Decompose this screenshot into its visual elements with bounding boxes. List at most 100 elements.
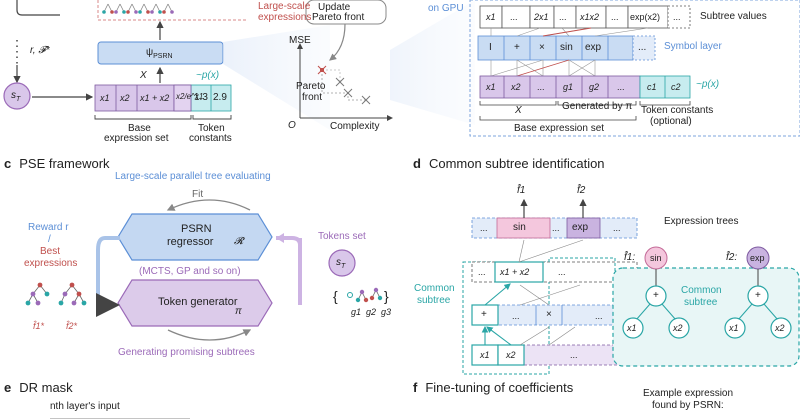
input-cell-4: g2: [589, 82, 600, 92]
panel-d-letter: d: [413, 156, 421, 171]
common-label-left: Common: [414, 283, 455, 294]
symbol-layer-label: Symbol layer: [664, 41, 722, 52]
subtree-cell-1: ...: [510, 12, 518, 22]
best-label: Best: [40, 246, 61, 257]
f2-colon-label: f̂2:: [726, 252, 738, 263]
panel-c: [25, 199, 383, 341]
top-cell-4: ...: [613, 223, 621, 233]
psi-text: ψ: [146, 47, 154, 58]
panel-c-title: PSE framework: [19, 156, 110, 171]
large-scale-label: Large-scale: [258, 1, 311, 12]
tree-node-exp: exp: [750, 253, 765, 263]
subtree-cell-3: ...: [559, 12, 567, 22]
panel-d: [462, 198, 800, 375]
example-expression-label: Example expression: [643, 388, 734, 399]
base-cell-x1: x1: [100, 93, 110, 103]
tree-node-x1-a: x1: [627, 323, 637, 333]
sym-cell-0: +: [481, 309, 487, 320]
token-label-a: Token: [198, 123, 225, 134]
panel-e-letter: e: [4, 380, 12, 395]
subtree-cell-6: exp(x2): [630, 12, 661, 22]
common-label-right: Common: [681, 285, 722, 296]
tree-node-x2-b: x2: [775, 323, 785, 333]
top-cell-2: ...: [552, 223, 560, 233]
g1-label: g1: [351, 307, 362, 317]
mse-axis-label: MSE: [289, 35, 311, 46]
panel-f-letter: f: [413, 380, 418, 395]
top-cell-3: exp: [572, 222, 589, 233]
r-symbol: 𝓡: [234, 236, 244, 247]
neg-p-label-b: ~p(x): [696, 79, 720, 90]
symbol-cell-5: ...: [638, 42, 647, 53]
tree-node-plus-2: +: [755, 290, 761, 301]
input-cell-1: x2: [511, 82, 521, 92]
input-cell-5: ...: [617, 82, 625, 92]
s-t-node-c: sT: [336, 257, 346, 271]
mid-cell-0: ...: [478, 267, 486, 277]
base-cell-x1-plus-x2: x1 + x2: [140, 93, 170, 103]
optional-label: (optional): [650, 116, 692, 127]
sym-cell-2: ×: [546, 309, 552, 320]
symbol-cell-0: I: [489, 42, 492, 53]
expressions-label-c: expressions: [24, 258, 78, 269]
f1-hat-top: f̂1: [517, 185, 526, 196]
symbol-cell-1: +: [514, 42, 520, 53]
expression-trees-label: Expression trees: [664, 216, 739, 227]
token-generator-label: Token generator: [158, 296, 238, 308]
subtree-cell-7: ...: [673, 12, 681, 22]
panel-c-letter: c: [4, 156, 12, 171]
top-cell-0: ...: [480, 223, 488, 233]
complexity-axis-label: Complexity: [330, 121, 380, 132]
panel-a: [3, 0, 393, 130]
tree-node-plus-1: +: [653, 290, 659, 301]
panel-b: [469, 0, 800, 137]
subtree-cell-4: x1x2: [580, 12, 600, 22]
symbol-cell-3: sin: [560, 42, 573, 53]
subtree-label-right: subtree: [684, 297, 718, 308]
slash-label: /: [48, 234, 51, 245]
in-cell-2: ...: [570, 350, 578, 360]
top-cell-1: sin: [513, 222, 526, 233]
sym-cell-1: ...: [512, 311, 520, 321]
subtree-label-left: subtree: [417, 295, 451, 306]
base-expression-set-label-b: Base expression set: [514, 123, 605, 134]
s-t-text-c: s: [336, 257, 341, 268]
f1-star-label: f̂1*: [33, 321, 45, 331]
x-label-a: X: [140, 70, 147, 81]
x-label-b: X: [515, 105, 522, 116]
expression-set-label-a: expression set: [104, 133, 169, 144]
base-label-a: Base: [128, 123, 151, 134]
panel-e-title: DR mask: [19, 380, 73, 395]
base-cell-x2-over-ex1: x2/e^x1: [176, 92, 204, 101]
pareto-label: Pareto: [296, 81, 326, 92]
large-parallel-label: Large-scale parallel tree evaluating: [115, 171, 271, 182]
brace-close: }: [384, 288, 389, 304]
tokens-set-label: Tokens set: [318, 231, 366, 242]
psi-sub-text: PSRN: [153, 53, 173, 60]
brace-open: {: [333, 288, 338, 304]
token-constants-label-b: Token constants: [641, 105, 714, 116]
nth-layer-input-label: nth layer's input: [50, 401, 120, 412]
in-cell-1: x2: [506, 350, 516, 360]
input-cell-0: x1: [486, 82, 496, 92]
f1-colon-label: f̂1:: [624, 252, 636, 263]
panel-d-title: Common subtree identification: [428, 156, 605, 171]
subtree-cell-2: 2x1: [534, 12, 549, 22]
panel-d-heading: d Common subtree identification: [413, 157, 605, 170]
mcts-label: (MCTS, GP and so on): [139, 266, 241, 277]
front-label: front: [302, 92, 323, 103]
psrn-label: PSRN: [181, 223, 212, 235]
f2-hat-top: f̂2: [577, 185, 586, 196]
base-cell-x2: x2: [120, 93, 130, 103]
input-cell-7: c2: [671, 82, 681, 92]
origin-label: O: [288, 120, 296, 131]
tree-node-x1-b: x1: [729, 323, 739, 333]
neg-p-label-a: ~p(x): [196, 70, 220, 81]
symbol-cell-2: ×: [539, 42, 545, 53]
g2-label: g2: [366, 307, 377, 317]
const-cell-1: 1.3: [194, 92, 208, 103]
tree-node-x2-a: x2: [673, 323, 683, 333]
panel-c-heading: c PSE framework: [4, 157, 110, 170]
